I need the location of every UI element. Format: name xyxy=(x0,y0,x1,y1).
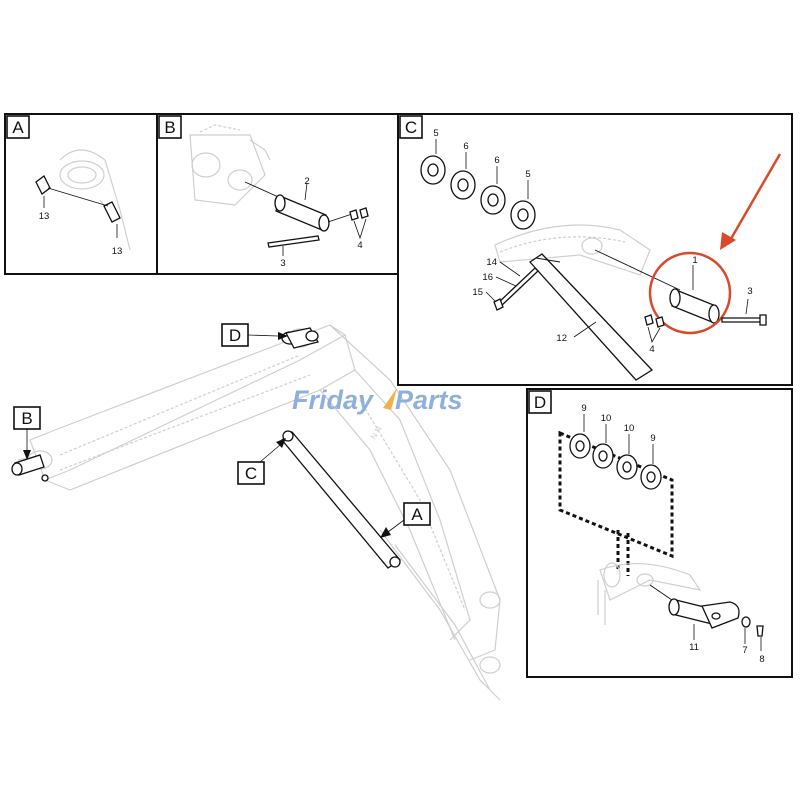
bolt-3 xyxy=(267,235,320,248)
label-9-left: 9 xyxy=(581,403,586,414)
washer-6-right xyxy=(480,185,506,215)
label-12: 12 xyxy=(556,333,567,344)
label-14: 14 xyxy=(486,257,497,268)
label-10-right: 10 xyxy=(624,423,635,434)
label-10-left: 10 xyxy=(601,413,612,424)
panel-c-letter: C xyxy=(405,118,417,137)
label-5-left: 5 xyxy=(433,128,438,139)
washer-10-right xyxy=(616,454,638,480)
callout-c-label: C xyxy=(245,464,257,483)
label-3-c: 3 xyxy=(747,286,752,297)
label-4: 4 xyxy=(357,240,362,251)
label-4-c: 4 xyxy=(649,344,654,355)
label-3: 3 xyxy=(280,258,285,269)
callout-a-label: A xyxy=(411,505,423,524)
washer-5-left xyxy=(420,155,446,185)
label-13-upper: 13 xyxy=(39,211,50,222)
label-6-right: 6 xyxy=(494,155,499,166)
washer-5-right xyxy=(510,200,536,230)
label-2: 2 xyxy=(304,176,309,187)
panel-a: A 13 13 xyxy=(4,113,158,275)
boom-top-pin xyxy=(281,327,319,349)
panel-c: C 5 6 6 5 14 1 xyxy=(397,113,793,386)
washer-6-left xyxy=(450,170,476,200)
pin-13-lower xyxy=(103,201,121,223)
label-5-right: 5 xyxy=(525,169,530,180)
pin-13-upper xyxy=(35,175,51,195)
callout-b: B xyxy=(13,406,41,460)
label-16: 16 xyxy=(482,272,493,283)
callout-a: A xyxy=(380,502,431,538)
panel-a-letter: A xyxy=(12,118,24,137)
washer-9-right xyxy=(640,464,662,490)
highlight-arrow xyxy=(720,153,782,250)
label-9-right: 9 xyxy=(650,433,655,444)
panel-b-letter: B xyxy=(164,118,175,137)
watermark-swoosh-icon xyxy=(383,388,397,410)
bolt-3-c xyxy=(721,317,763,323)
label-8: 8 xyxy=(759,654,764,665)
watermark-friday: Friday xyxy=(292,385,375,415)
label-11: 11 xyxy=(689,642,699,653)
callout-c: C xyxy=(237,438,286,485)
label-6-left: 6 xyxy=(463,141,468,152)
panel-d-letter: D xyxy=(534,393,546,412)
label-7: 7 xyxy=(742,645,747,656)
washer-10-left xyxy=(592,443,614,469)
watermark-logo: Friday Parts xyxy=(292,385,463,415)
callout-d: D xyxy=(221,323,288,347)
callout-d-label: D xyxy=(229,326,241,345)
highlight-circle xyxy=(648,251,732,335)
cylinder-12 xyxy=(529,253,654,381)
callout-b-label: B xyxy=(21,409,32,428)
watermark-parts: Parts xyxy=(395,385,463,415)
boom-foot-pin xyxy=(11,454,49,482)
washer-7 xyxy=(741,616,751,628)
label-15: 15 xyxy=(472,287,483,298)
label-1: 1 xyxy=(692,255,697,266)
washer-9-left xyxy=(569,433,591,459)
boom-cylinder xyxy=(281,430,401,569)
bolt-8 xyxy=(756,625,764,637)
panel-d: D 9 10 10 9 xyxy=(526,388,793,678)
svg-text:N N: N N xyxy=(369,424,384,441)
label-13-lower: 13 xyxy=(112,246,123,257)
panel-b: B 2 3 4 xyxy=(156,113,399,275)
